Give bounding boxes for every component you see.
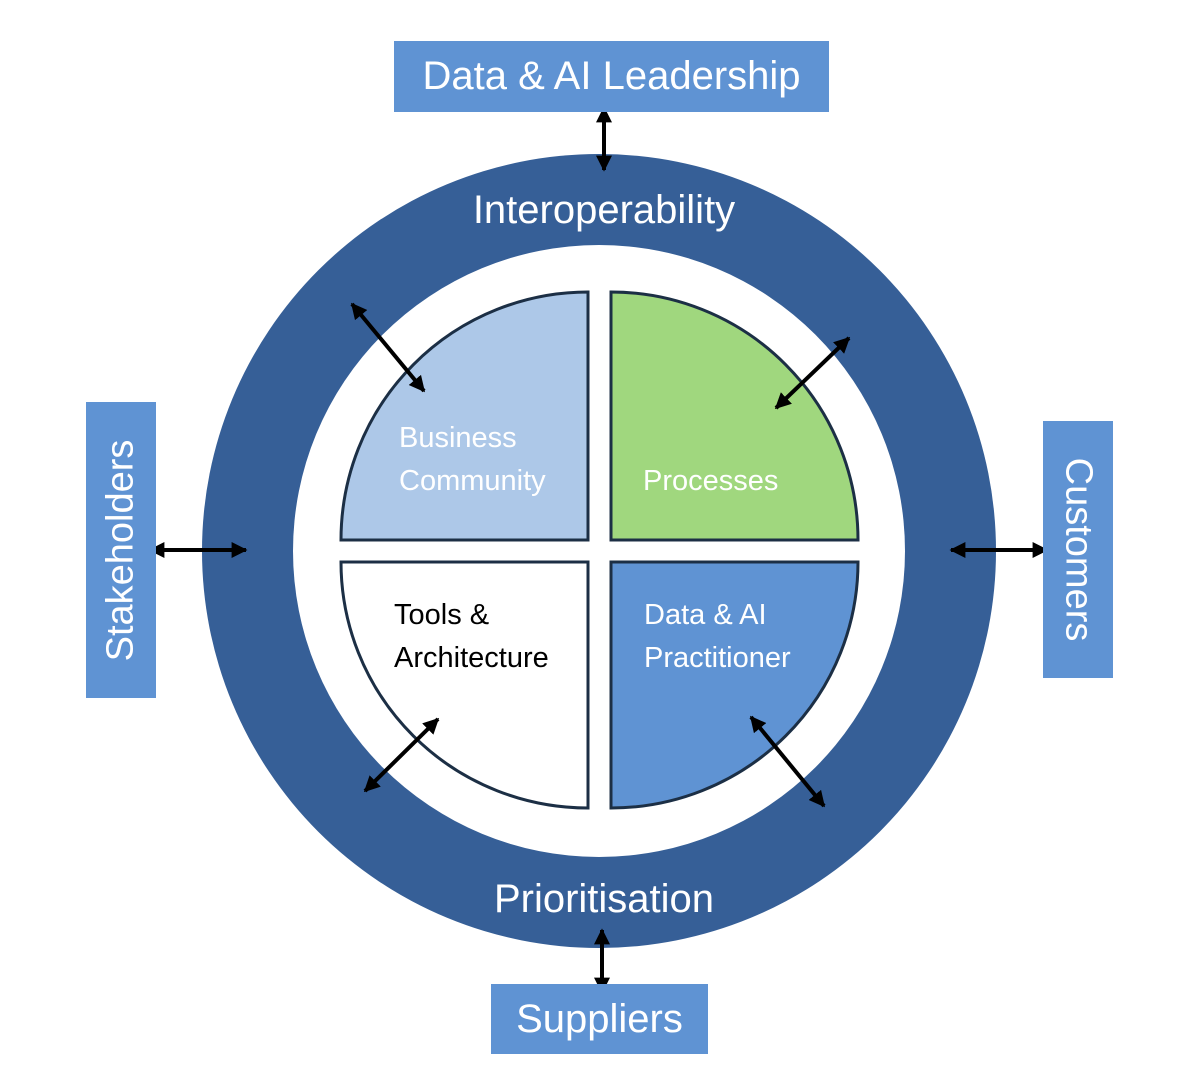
box-stakeholders: Stakeholders <box>86 402 156 698</box>
label-business-community-line1: Business <box>399 422 517 454</box>
label-practitioner-line1: Data & AI <box>644 599 767 631</box>
label-practitioner-line2: Practitioner <box>644 642 791 674</box>
box-suppliers-label: Suppliers <box>516 996 683 1041</box>
box-customers-label: Customers <box>1057 457 1100 642</box>
arrow-tools-architecture <box>363 717 440 793</box>
ring-label-interoperability: Interoperability <box>473 188 735 232</box>
arrow-processes <box>774 336 851 410</box>
label-tools-line2: Architecture <box>394 642 549 674</box>
box-suppliers: Suppliers <box>491 984 708 1054</box>
box-data-ai-leadership-label: Data & AI Leadership <box>422 54 801 98</box>
box-data-ai-leadership: Data & AI Leadership <box>394 41 829 112</box>
label-tools-line1: Tools & <box>394 599 489 631</box>
box-customers: Customers <box>1043 421 1113 678</box>
arrow-practitioner <box>749 715 826 808</box>
label-processes: Processes <box>643 465 778 497</box>
inner-white-circle <box>293 245 905 857</box>
label-business-community-line2: Community <box>399 465 546 497</box>
box-stakeholders-label: Stakeholders <box>99 439 142 661</box>
arrow-business-community <box>350 302 426 393</box>
ring-label-prioritisation: Prioritisation <box>494 877 714 921</box>
